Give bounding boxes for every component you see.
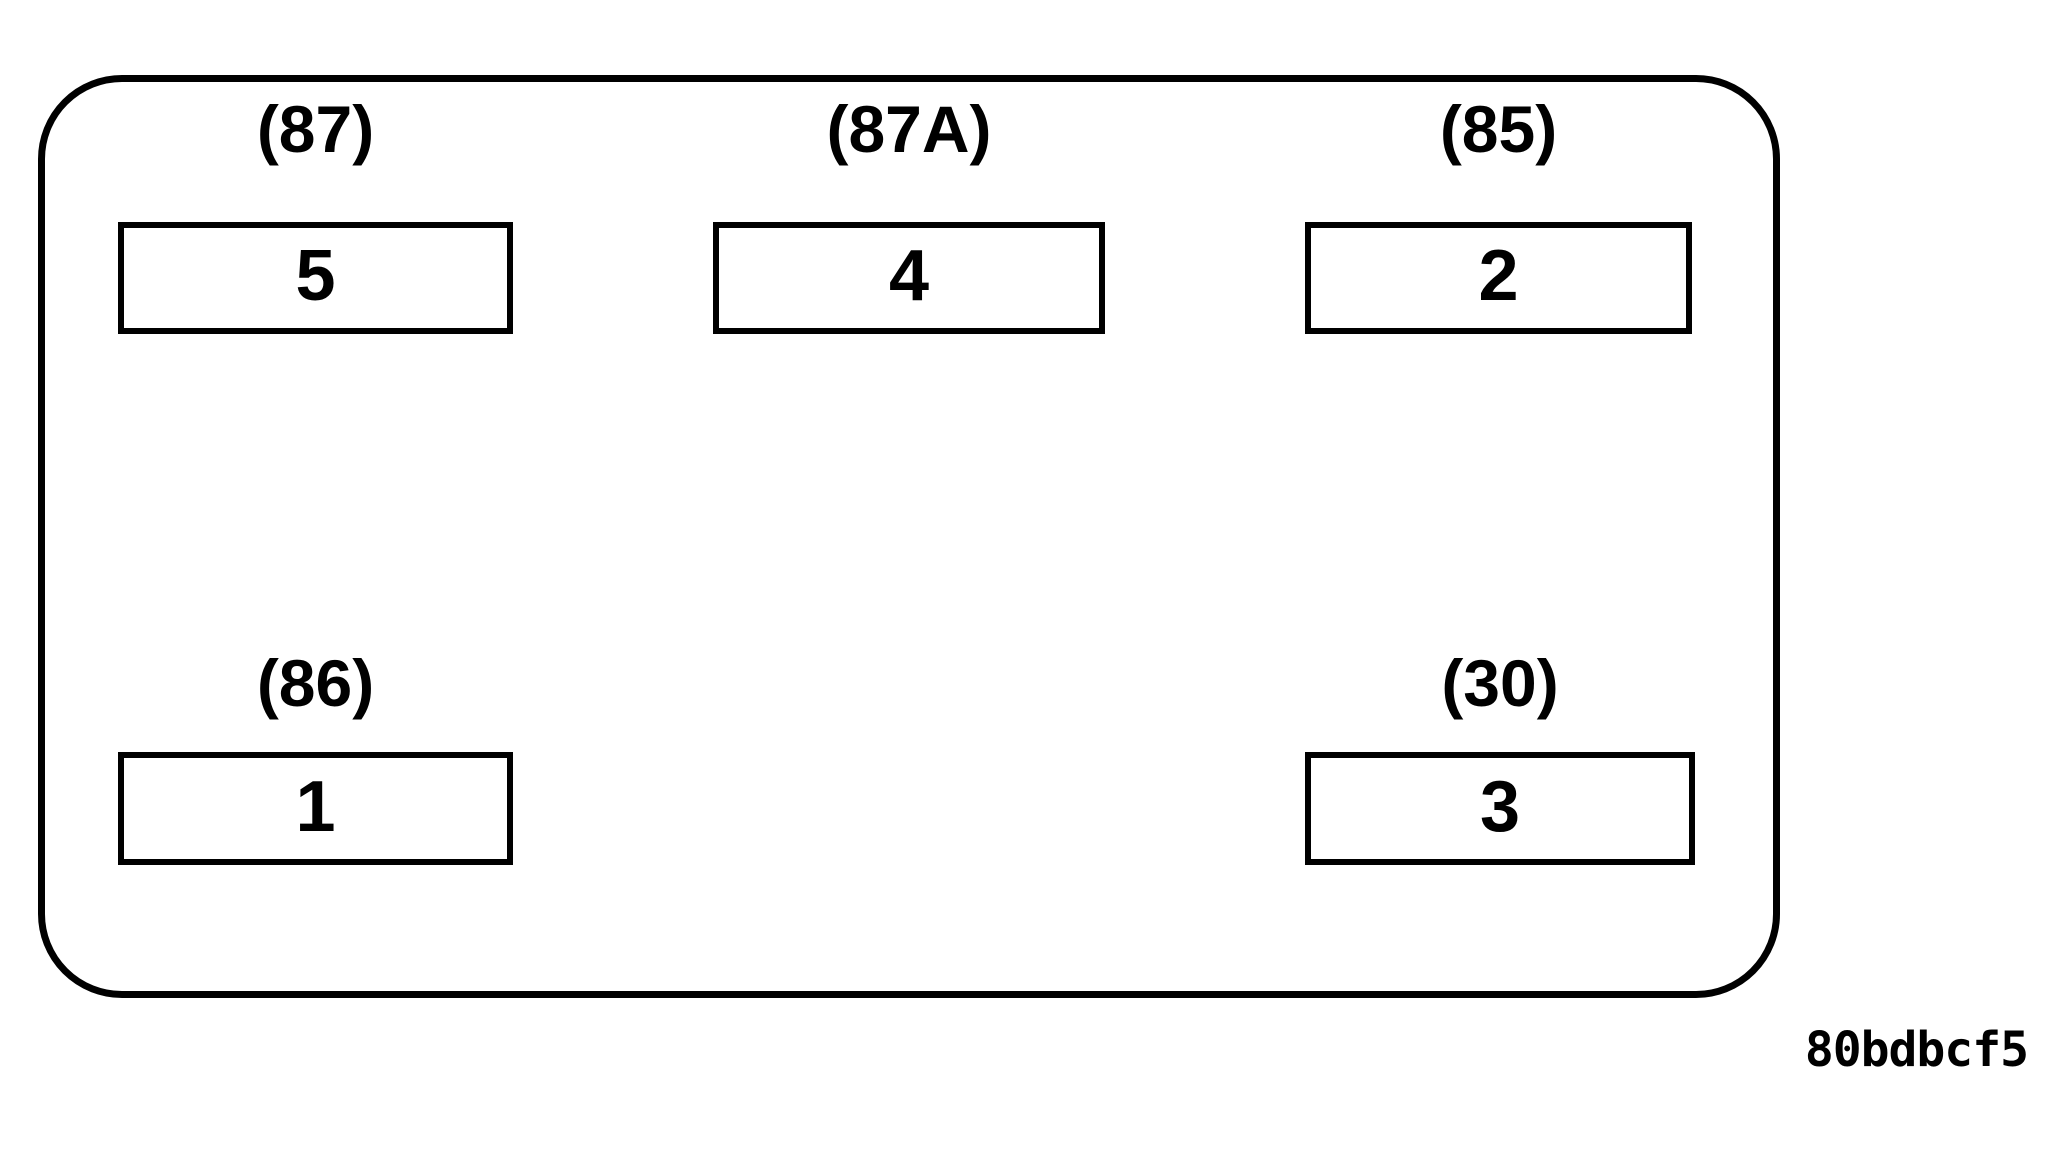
terminal-pin-number-87a: 4: [888, 236, 930, 316]
terminal-label-85: (85): [1439, 92, 1558, 166]
terminal-label-87: (87): [256, 92, 375, 166]
terminal-blade-86: 1: [118, 752, 513, 865]
terminal-blade-30: 3: [1305, 752, 1695, 865]
terminal-pin-number-30: 3: [1479, 766, 1521, 847]
relay-body-outline: [38, 75, 1780, 998]
terminal-pin-number-85: 2: [1478, 236, 1519, 316]
figure-id-watermark: 80bdbcf5: [1804, 1022, 2029, 1078]
terminal-pin-number-86: 1: [295, 766, 336, 847]
terminal-label-87a: (87A): [826, 92, 992, 166]
terminal-label-30: (30): [1441, 646, 1559, 720]
terminal-blade-87: 5: [118, 222, 513, 334]
terminal-pin-number-87: 5: [295, 236, 336, 316]
terminal-blade-85: 2: [1305, 222, 1692, 334]
terminal-label-86: (86): [256, 646, 375, 720]
terminal-blade-87a: 4: [713, 222, 1105, 334]
